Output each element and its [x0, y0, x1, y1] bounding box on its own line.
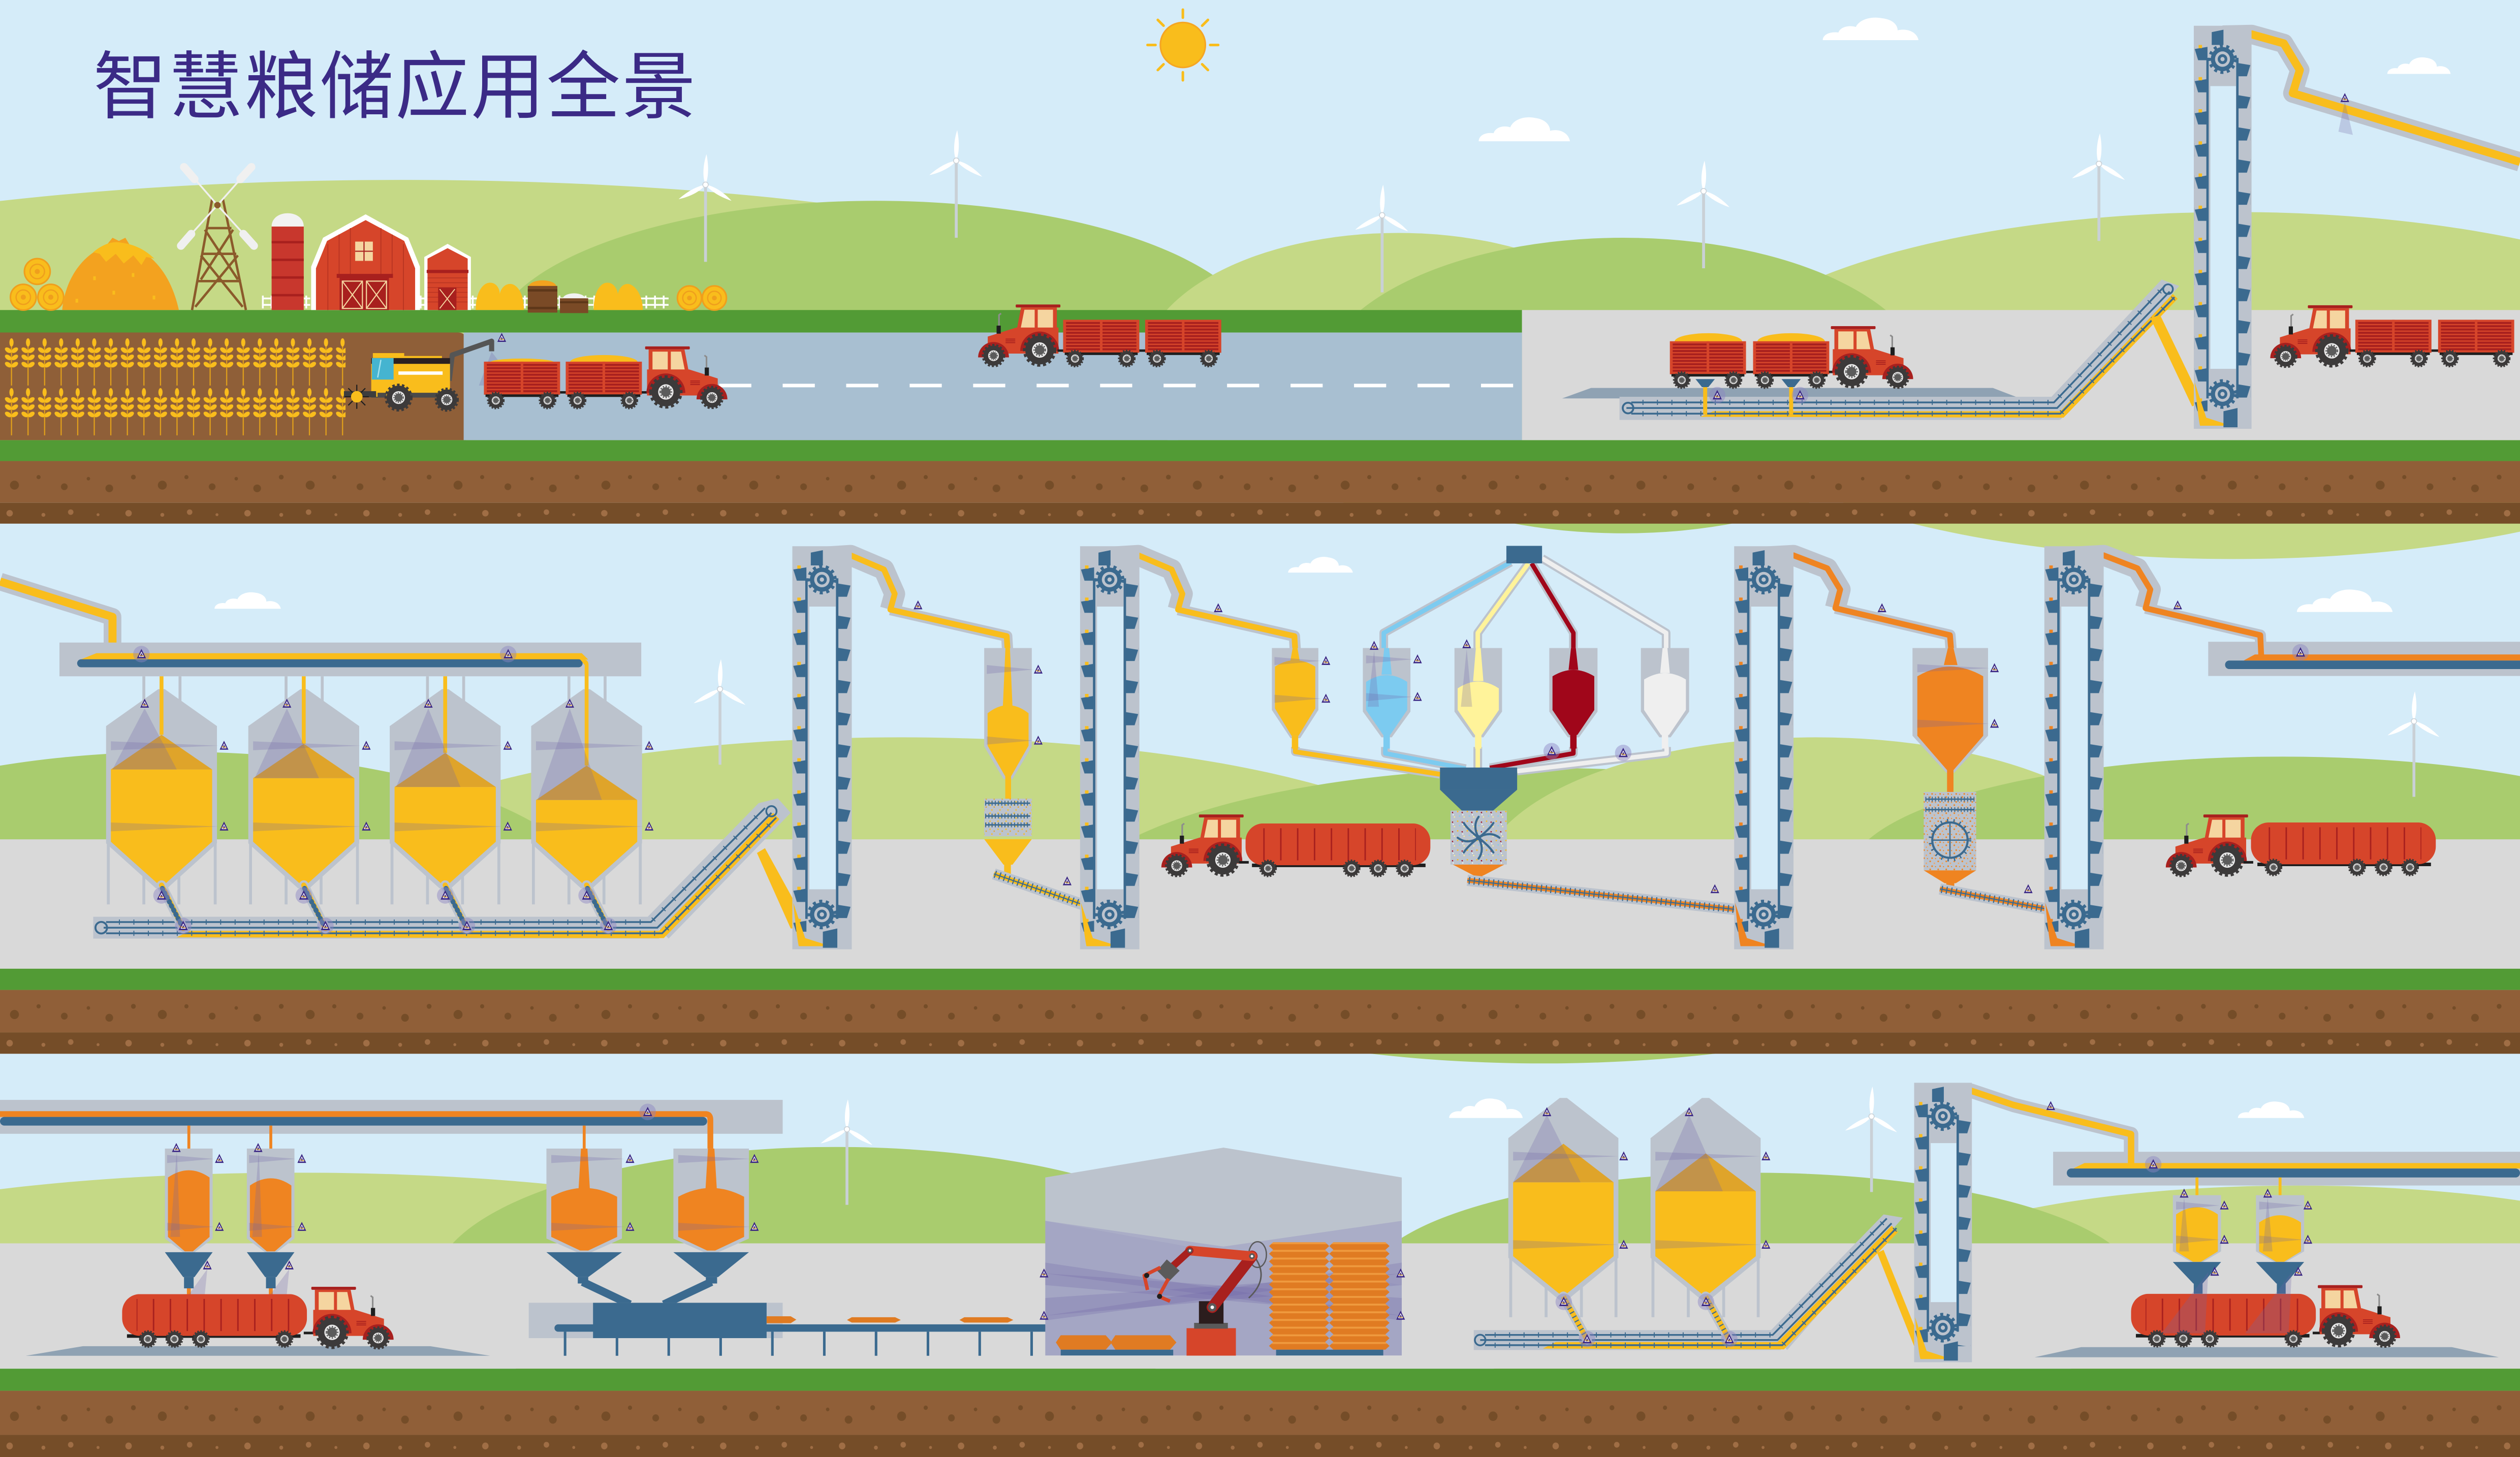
sun-icon — [1146, 8, 1220, 82]
tractor-with-empty-trailers-yard — [2270, 305, 2514, 367]
bucket-elevator-4 — [2044, 545, 2520, 949]
tractor-with-loaded-trailers-yard — [1670, 326, 1913, 388]
bucket-elevator-3 — [1734, 545, 1957, 949]
farm — [9, 163, 728, 313]
sensor-icon — [1615, 745, 1631, 761]
hay-bales-left — [9, 258, 65, 311]
sensor-icon — [1579, 1331, 1595, 1347]
big-barn — [311, 214, 420, 310]
loading-silo — [2256, 1195, 2305, 1294]
sensor-icon — [1698, 1293, 1714, 1310]
ground-strip-row-2 — [0, 968, 2520, 1054]
weighbridge — [25, 1346, 490, 1356]
tractor-with-tanker-2 — [2166, 814, 2436, 876]
weighbridge — [2034, 1347, 2499, 1357]
sensor-icon — [437, 887, 453, 903]
barrels — [527, 280, 588, 313]
sensor-icon — [296, 887, 312, 903]
storage-silos-row-2 — [106, 659, 654, 905]
haystack — [62, 237, 179, 310]
bagging-line — [528, 1303, 1175, 1356]
mixer — [1440, 767, 1518, 883]
intake-pit-conveyor — [1562, 279, 2202, 420]
sensor-icon — [459, 917, 475, 934]
robot-arm — [1142, 1241, 1267, 1356]
silo-discharge-conveyor — [93, 798, 801, 939]
bucket-elevator-2 — [1080, 545, 1301, 949]
sensor-icon — [1721, 1331, 1737, 1347]
sensor-icon — [2292, 644, 2309, 660]
sensor-icon — [500, 646, 516, 662]
wheel-icon — [436, 389, 457, 410]
ground-strip-row-3 — [0, 1369, 2520, 1457]
warehouse — [1039, 1147, 1406, 1356]
sensor-icon — [133, 646, 149, 662]
silo — [248, 676, 361, 889]
ground-strip-row-1 — [0, 440, 2520, 524]
small-barn — [424, 244, 471, 310]
sensor-icon — [578, 887, 594, 903]
sensor-icon — [1556, 1293, 1572, 1310]
hopper-light-yellow — [1454, 648, 1502, 749]
hopper-yellow — [1272, 648, 1321, 749]
silo — [531, 659, 644, 889]
silo — [1508, 1098, 1619, 1300]
page-title: 智慧粮储应用全景 — [93, 44, 697, 130]
silo — [1650, 1098, 1761, 1300]
pallet-bags-left — [1056, 1335, 1177, 1356]
red-silo-tower — [271, 213, 304, 310]
hay-bales-right — [676, 285, 728, 311]
small-haystacks — [476, 282, 643, 310]
bucket-elevator-row-3 — [1914, 1083, 2520, 1362]
sensor-icon — [1544, 743, 1560, 759]
distributor-head — [1506, 546, 1542, 563]
tractor-with-tanker-4 — [2034, 1272, 2499, 1357]
tanker-loading-silos-right — [2172, 1177, 2313, 1294]
hopper-white — [1641, 648, 1689, 749]
dryer-hopper — [1912, 648, 2049, 915]
tractor-with-tanker-3 — [25, 1287, 490, 1356]
tractor-with-empty-trailers-road — [978, 304, 1221, 366]
sensor-icon — [175, 917, 191, 934]
bagging-machine — [593, 1303, 767, 1339]
sensor-icon — [640, 1104, 656, 1120]
storage-silos-row-3 — [1508, 1098, 1771, 1317]
hopper-dark-red — [1549, 648, 1598, 749]
mixing-station — [1272, 546, 1742, 916]
tractor-with-loaded-trailers-road — [484, 346, 727, 408]
silo-discharge-conveyor-row-3 — [1473, 1214, 1924, 1354]
wheat-field — [3, 337, 346, 437]
bagging-silos — [546, 1148, 760, 1308]
bucket-elevator-1 — [792, 545, 1014, 949]
loading-silo — [662, 1148, 751, 1308]
tractor-with-tanker-1 — [1161, 814, 1431, 876]
wheel-icon — [386, 385, 411, 410]
loading-silo — [2172, 1195, 2221, 1294]
sensor-icon — [1792, 387, 1808, 403]
sensor-icon — [317, 917, 333, 934]
silo — [390, 676, 502, 889]
silo — [106, 676, 219, 889]
bucket-elevator-row-1 — [2194, 24, 2520, 429]
hopper-light-blue — [1363, 648, 1413, 749]
cleaner-hopper — [984, 648, 1084, 910]
sensor-icon — [1709, 387, 1725, 403]
loading-silo — [546, 1148, 632, 1308]
loading-silo — [241, 1148, 296, 1334]
bag-stacks — [1269, 1242, 1390, 1356]
mixer-screw-conveyor — [1466, 874, 1742, 916]
windmill — [177, 163, 258, 310]
silo-feed-bar — [0, 573, 642, 677]
sensor-icon — [600, 917, 616, 934]
sensor-icon — [153, 887, 170, 903]
sensor-icon — [2145, 1156, 2161, 1173]
